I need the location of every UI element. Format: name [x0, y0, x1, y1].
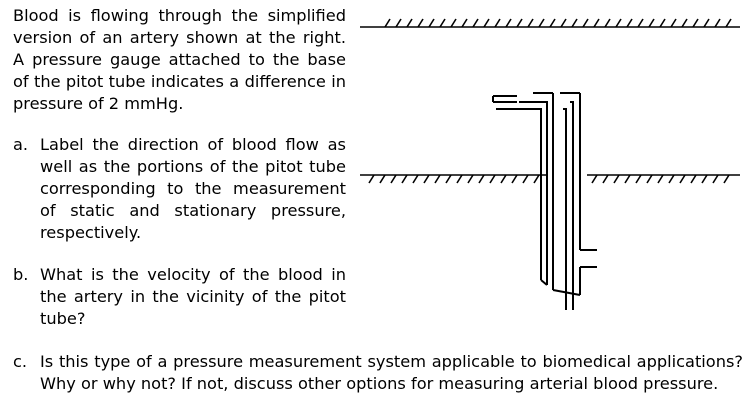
- wall-hatch-mark: [472, 18, 479, 28]
- wall-hatch-mark: [714, 18, 721, 28]
- wall-hatch-mark: [549, 18, 556, 28]
- wall-hatch-mark: [368, 174, 375, 184]
- wall-hatch-mark: [626, 18, 633, 28]
- wall-hatch-mark: [571, 18, 578, 28]
- wall-hatch-mark: [646, 174, 653, 184]
- wall-hatch-mark: [505, 18, 512, 28]
- wall-hatch-mark: [456, 174, 463, 184]
- wall-hatch-mark: [668, 174, 675, 184]
- wall-hatch-mark: [582, 18, 589, 28]
- wall-hatch-mark: [725, 18, 732, 28]
- wall-hatch-mark: [483, 18, 490, 28]
- wall-hatch-mark: [478, 174, 485, 184]
- wall-hatch-mark: [412, 174, 419, 184]
- wall-hatch-mark: [522, 174, 529, 184]
- question-b-letter: b.: [13, 265, 29, 284]
- wall-hatch-mark: [681, 18, 688, 28]
- question-a: a. Label the direction of blood flow as …: [13, 134, 346, 244]
- artery-top-wall: [360, 18, 740, 28]
- wall-hatch-mark: [701, 174, 708, 184]
- wall-hatch-mark: [613, 174, 620, 184]
- wall-hatch-mark: [406, 18, 413, 28]
- artery-pitot-diagram: [360, 18, 740, 310]
- wall-hatch-mark: [679, 174, 686, 184]
- wall-hatch-mark: [390, 174, 397, 184]
- wall-hatch-mark: [712, 174, 719, 184]
- wall-hatch-mark: [602, 174, 609, 184]
- wall-hatch-mark: [428, 18, 435, 28]
- wall-hatch-mark: [489, 174, 496, 184]
- wall-hatch-mark: [494, 18, 501, 28]
- pitot-tube: [492, 92, 597, 310]
- wall-hatch-mark: [516, 18, 523, 28]
- wall-hatch-mark: [692, 18, 699, 28]
- artery-bottom-wall: [360, 174, 740, 184]
- question-a-letter: a.: [13, 135, 29, 154]
- wall-hatch-mark: [615, 18, 622, 28]
- problem-intro: Blood is flowing through the simplified …: [13, 6, 346, 113]
- wall-hatch-mark: [533, 174, 540, 184]
- wall-hatch-mark: [527, 18, 534, 28]
- question-b: b. What is the velocity of the blood in …: [13, 264, 346, 330]
- wall-hatch-mark: [624, 174, 631, 184]
- wall-hatch-mark: [659, 18, 666, 28]
- question-b-text: What is the velocity of the blood in the…: [40, 265, 346, 328]
- question-c: c. Is this type of a pressure measuremen…: [13, 351, 743, 395]
- wall-hatch-mark: [591, 174, 598, 184]
- wall-hatch-mark: [445, 174, 452, 184]
- question-c-letter: c.: [13, 352, 28, 371]
- wall-hatch-mark: [384, 18, 391, 28]
- wall-hatch-mark: [670, 18, 677, 28]
- wall-hatch-mark: [417, 18, 424, 28]
- wall-hatch-mark: [560, 18, 567, 28]
- wall-hatch-mark: [450, 18, 457, 28]
- wall-hatch-mark: [511, 174, 518, 184]
- wall-hatch-mark: [703, 18, 710, 28]
- wall-hatch-mark: [648, 18, 655, 28]
- question-a-text: Label the direction of blood flow as wel…: [40, 135, 346, 242]
- wall-hatch-mark: [439, 18, 446, 28]
- wall-hatch-mark: [723, 174, 730, 184]
- wall-hatch-mark: [500, 174, 507, 184]
- question-c-text: Is this type of a pressure measurement s…: [40, 352, 743, 393]
- wall-hatch-mark: [657, 174, 664, 184]
- wall-hatch-mark: [637, 18, 644, 28]
- wall-hatch-mark: [423, 174, 430, 184]
- wall-hatch-mark: [635, 174, 642, 184]
- wall-hatch-mark: [401, 174, 408, 184]
- wall-hatch-mark: [461, 18, 468, 28]
- wall-hatch-mark: [379, 174, 386, 184]
- wall-hatch-mark: [467, 174, 474, 184]
- wall-hatch-mark: [395, 18, 402, 28]
- wall-hatch-mark: [434, 174, 441, 184]
- wall-hatch-mark: [604, 18, 611, 28]
- wall-hatch-mark: [593, 18, 600, 28]
- wall-hatch-mark: [690, 174, 697, 184]
- wall-hatch-mark: [538, 18, 545, 28]
